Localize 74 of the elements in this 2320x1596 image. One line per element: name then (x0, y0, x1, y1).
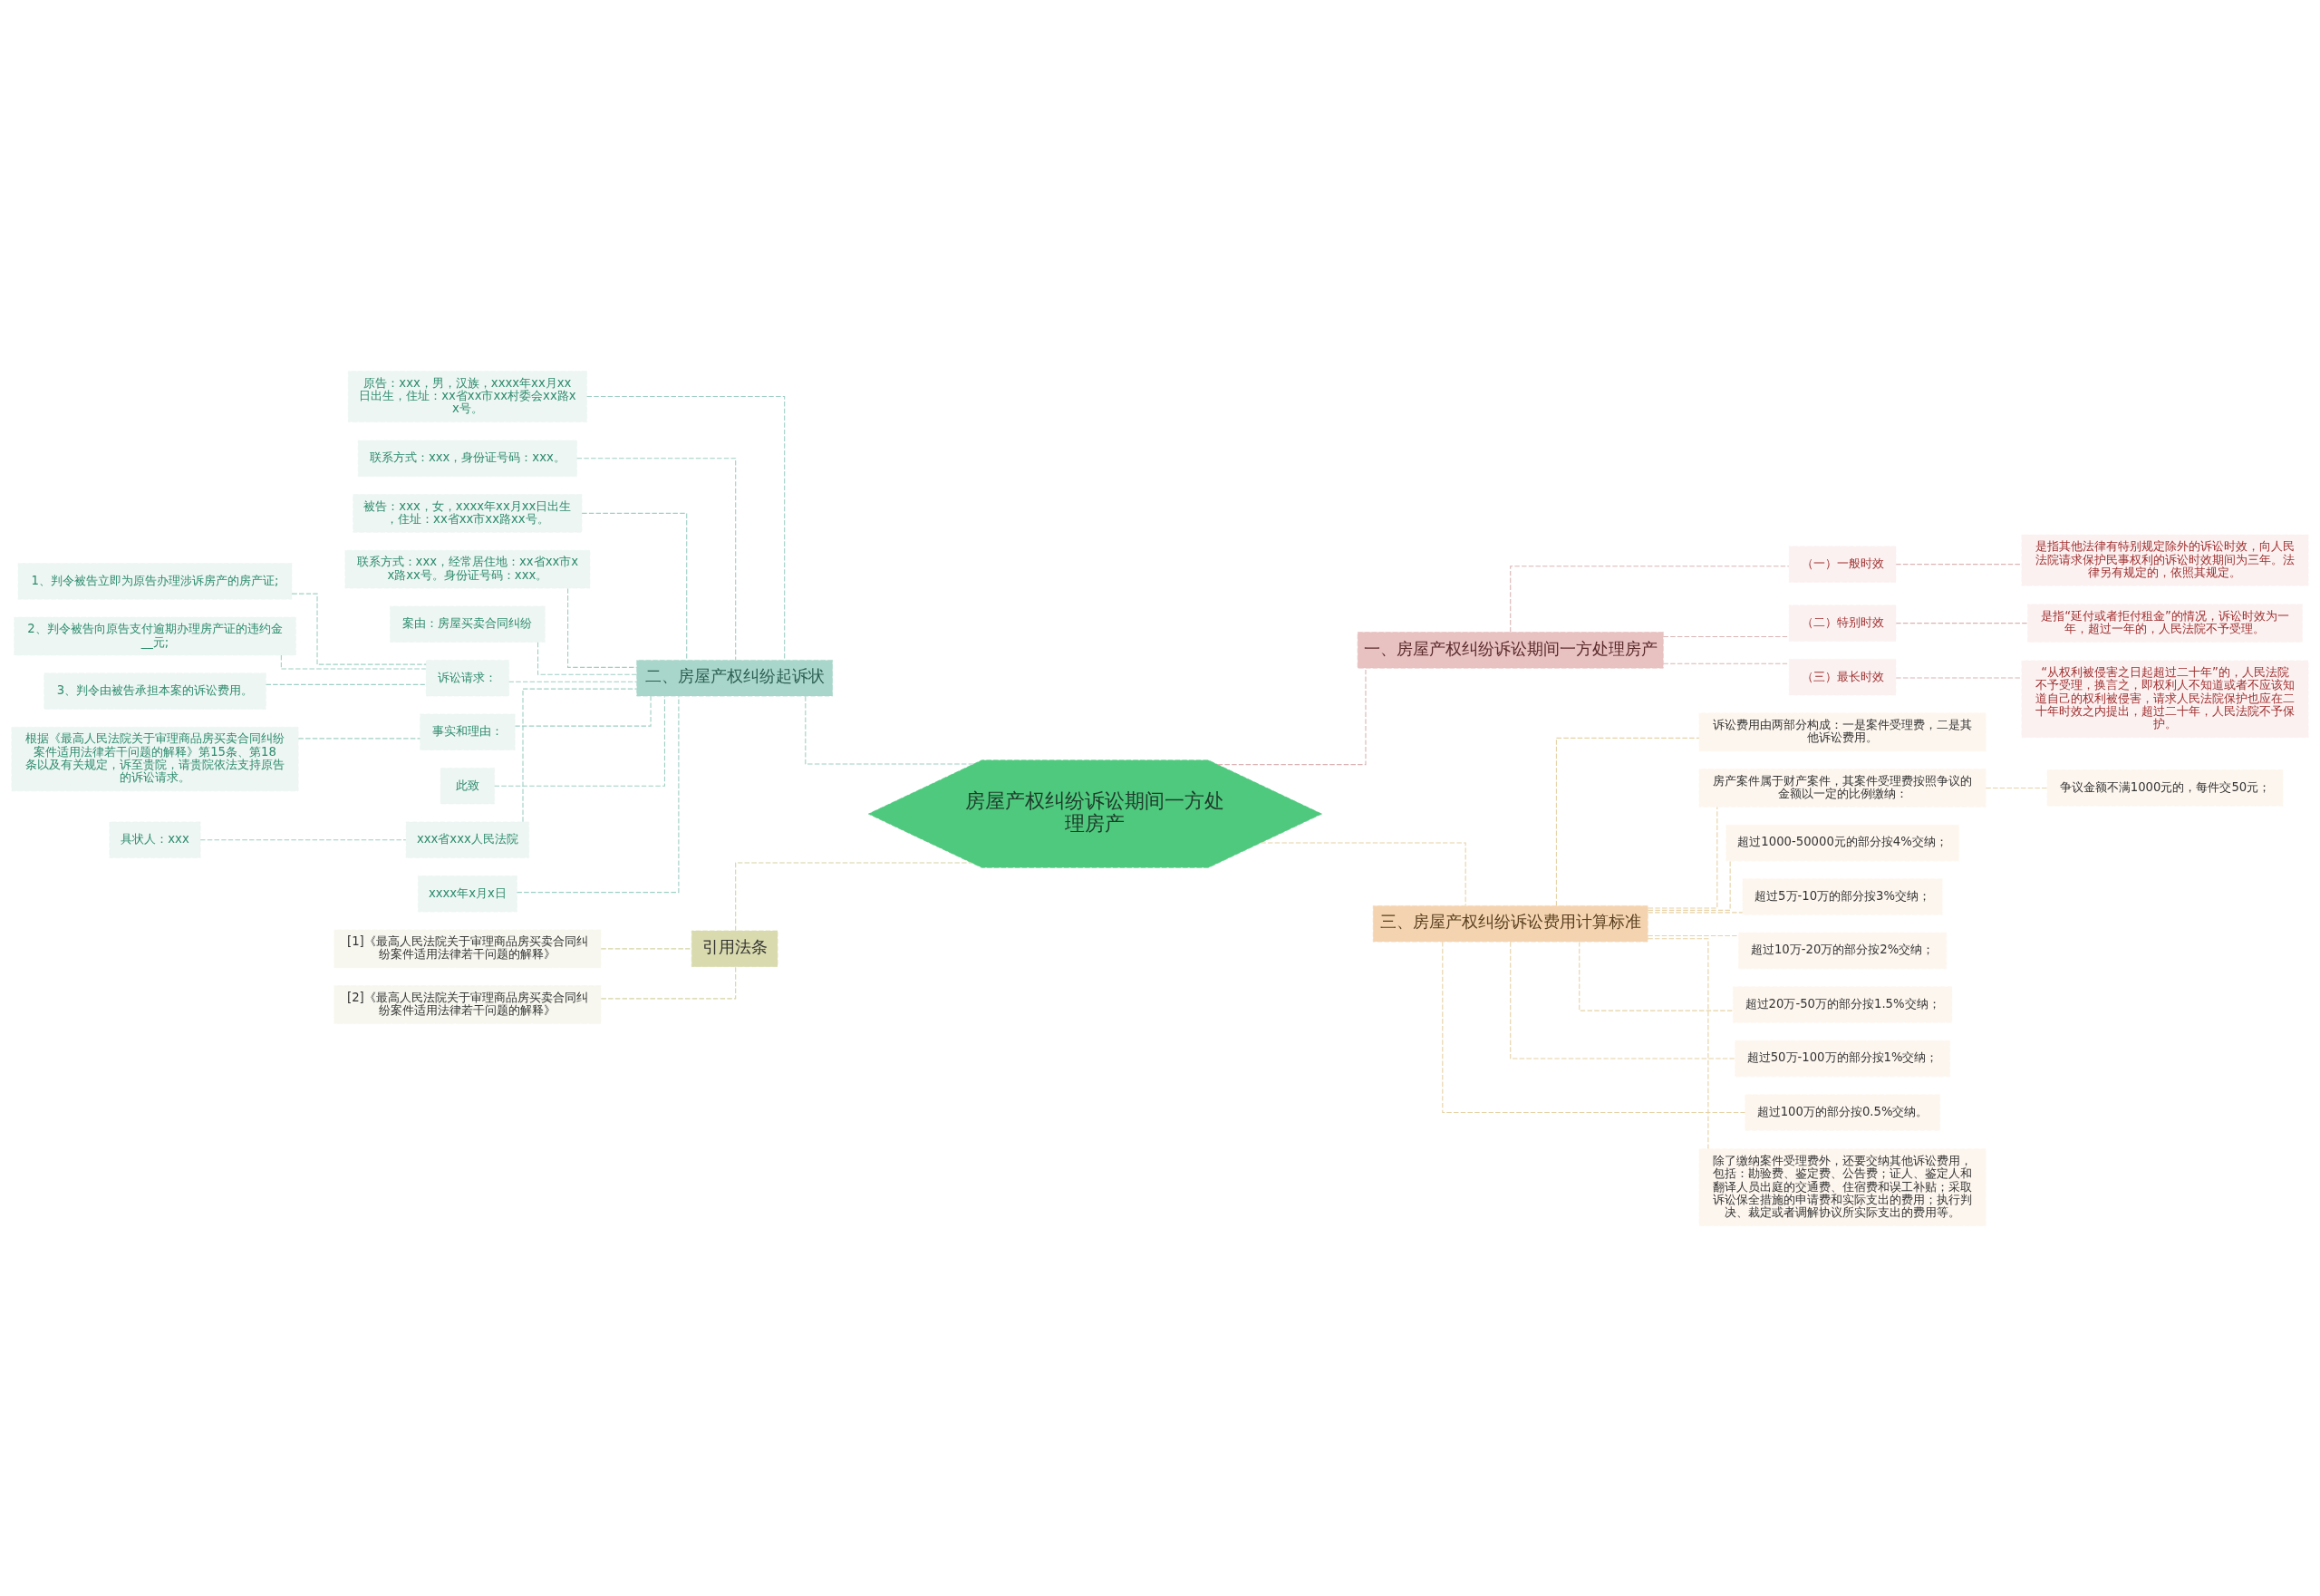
connector (1985, 787, 2048, 788)
connector (576, 457, 737, 661)
connector (508, 681, 638, 682)
node-box: 除了缴纳案件受理费外，还要交纳其他诉讼费用，包括：勘验费、鉴定费、公告费；证人、鉴定人和翻译人员出庭的交通费、住宿费和误工补贴；采取诉讼保全措施的申请费和实际支出的费用；执行判决、裁定或者调解协议所实际支出的费用等。 (1698, 1147, 1986, 1226)
node-box: [1]《最高人民法院关于审理商品房买卖合同纠纷案件适用法律若干问题的解释》 (334, 929, 602, 968)
node-box: 原告：xxx，男，汉族，xxxx年xx月xx日出生，住址：xx省xx市xx村委会xx路xx号。 (347, 370, 587, 422)
connector (1895, 622, 2028, 624)
node-box: 2、判令被告向原告支付逾期办理房产证的违约金__元; (14, 616, 296, 655)
node-box: 联系方式：xxx，身份证号码：xxx。 (357, 440, 577, 477)
node-box: 是指“延付或者拒付租金”的情况，诉讼时效为一年，超过一年的，人民法院不予受理。 (2027, 603, 2303, 643)
node-box: 根据《最高人民法院关于审理商品房买卖合同纠纷案件适用法律若干问题的解释》第15条、第18条以及有关规定，诉至贵院，请贵院依法支持原告的诉讼请求。 (11, 726, 299, 791)
node-box: 房产案件属于财产案件，其案件受理费按照争议的金额以一定的比例缴纳： (1698, 768, 1986, 808)
connector (280, 653, 427, 669)
connector (1555, 737, 1700, 906)
node-box: xxx省xxx人民法院 (405, 821, 529, 858)
node-box: 被告：xxx，女，xxxx年xx月xx日出生，住址：xx省xx市xx路xx号。 (353, 493, 583, 533)
node-box: 三、房屋产权纠纷诉讼费用计算标准 (1372, 904, 1648, 942)
node-box: “从权利被侵害之日起超过二十年”的，人民法院不予受理，换言之，即权利人不知道或者不应该知道自己的权利被侵害，请求人民法院保护也应在二十年时效之内提出，超过二十年，人民法院不予保护。 (2021, 660, 2309, 738)
connector (1217, 667, 1367, 765)
connector (1260, 842, 1466, 906)
connector (1510, 941, 1735, 1059)
connector (1647, 911, 1744, 913)
connector (516, 695, 680, 893)
node-box: 超过20万-50万的部分按1.5%交纳； (1733, 985, 1953, 1023)
connector (1895, 676, 2023, 678)
node-box: 一、房屋产权纠纷诉讼期间一方处理房产 (1357, 631, 1664, 669)
connector (1647, 934, 1740, 936)
connector (1579, 941, 1734, 1011)
connector (1647, 937, 1709, 1149)
node-box: 具状人：xxx (109, 821, 201, 858)
node-box: 3、判令由被告承担本案的诉讼费用。 (44, 672, 266, 710)
node-box: （三）最长时效 (1788, 658, 1897, 695)
node-box: 引用法条 (691, 930, 778, 967)
node-box: xxxx年x月x日 (418, 875, 517, 912)
node-box: 超过50万-100万的部分按1%交纳； (1735, 1040, 1950, 1077)
connector (199, 838, 407, 840)
connector (1510, 565, 1790, 633)
connector (297, 737, 421, 739)
connector (1648, 859, 1731, 911)
node-box: 事实和理由： (420, 713, 516, 750)
node-box: （一）一般时效 (1788, 545, 1897, 583)
connector (494, 695, 665, 787)
connector (514, 695, 652, 727)
connector (1648, 806, 1718, 908)
connector (1662, 663, 1790, 664)
connector (600, 947, 692, 949)
node-box: 二、房屋产权纠纷起诉状 (636, 659, 833, 696)
connector (1662, 635, 1790, 637)
node-box: 超过10万-20万的部分按2%交纳； (1738, 932, 1947, 969)
node-box: 联系方式：xxx，经常居住地：xx省xx市xx路xx号。身份证号码：xxx。 (344, 549, 591, 588)
node-box: （二）特别时效 (1788, 604, 1897, 642)
connector (805, 695, 974, 765)
node-box: [2]《最高人民法院关于审理商品房买卖合同纠纷案件适用法律若干问题的解释》 (334, 984, 602, 1024)
connector (567, 587, 638, 668)
node-box: 是指其他法律有特别规定除外的诉讼时效，向人民法院请求保护民事权利的诉讼时效期间为三年。法律另有规定的，依照其规定。 (2021, 534, 2309, 586)
connector (600, 965, 737, 999)
node-box: 争议金额不满1000元的，每件交50元； (2046, 769, 2284, 807)
node-box: 案由：房屋买卖合同纠纷 (390, 605, 546, 643)
node-box: 1、判令被告立即为原告办理涉诉房产的房产证; (17, 562, 293, 599)
connector (1895, 563, 2023, 565)
connector (522, 688, 637, 822)
connector (291, 593, 427, 665)
node-box: 超过5万-10万的部分按3%交纳； (1742, 877, 1943, 915)
connector (581, 512, 688, 661)
node-box: 此致 (440, 767, 495, 804)
connector (1442, 941, 1745, 1113)
connector (735, 861, 972, 931)
connector (537, 641, 637, 675)
node-box: 诉讼请求： (425, 659, 509, 696)
connector (266, 683, 427, 685)
node-box: 超过1000-50000元的部分按4%交纳； (1726, 824, 1959, 861)
connector (586, 395, 786, 661)
node-box: 诉讼费用由两部分构成：一是案件受理费，二是其他诉讼费用。 (1698, 711, 1986, 751)
node-box: 超过100万的部分按0.5%交纳。 (1745, 1093, 1940, 1131)
